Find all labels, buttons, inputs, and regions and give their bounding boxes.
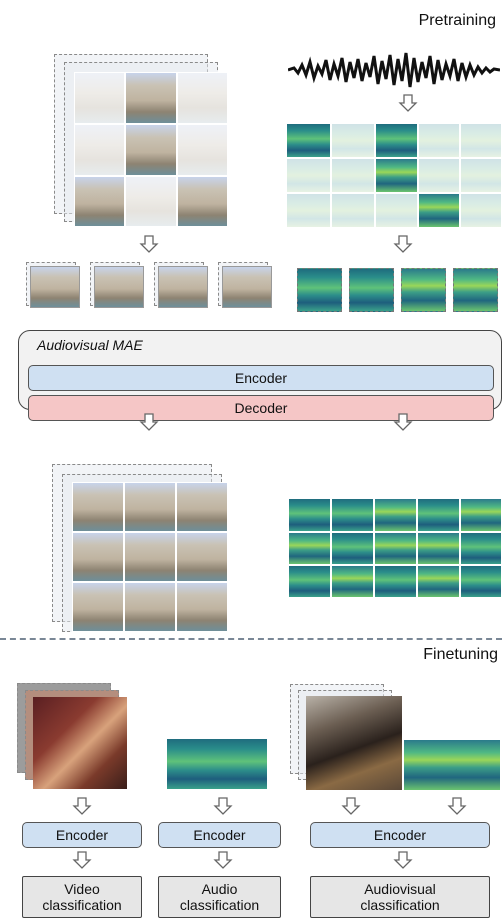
video-encoder-block: Encoder [22,822,142,848]
down-arrow-icon [393,235,413,253]
down-arrow-icon [393,851,413,869]
decoder-block: Decoder [28,395,494,421]
finetuning-title: Finetuning [423,646,498,663]
finetune-audio-input [167,739,267,789]
output-line2: classification [42,897,122,913]
audiovisual-classification-output: Audiovisual classification [310,876,490,918]
section-divider [0,638,502,640]
output-line1: Audiovisual [364,881,436,897]
down-arrow-icon [213,851,233,869]
output-line1: Video [64,881,100,897]
output-line2: classification [360,897,440,913]
ukulele-video-frame [33,697,127,789]
masked-spectrogram [286,123,502,228]
down-arrow-icon [139,235,159,253]
encoder-block: Encoder [28,365,494,391]
audio-classification-output: Audio classification [158,876,281,918]
audio-waveform [288,52,500,88]
dog-video-frame [306,696,402,790]
down-arrow-icon [213,797,233,815]
dog-audio-spectrogram [404,740,500,790]
down-arrow-icon [341,797,361,815]
video-classification-output: Video classification [22,876,142,918]
down-arrow-icon [72,797,92,815]
output-line1: Audio [201,881,238,897]
audiovisual-mae-panel: Audiovisual MAE Encoder Decoder [18,330,502,421]
model-title: Audiovisual MAE [37,337,143,353]
reconstructed-spectrogram [288,498,502,598]
audiovisual-encoder-block: Encoder [310,822,490,848]
down-arrow-icon [447,797,467,815]
down-arrow-icon [139,413,159,431]
down-arrow-icon [72,851,92,869]
down-arrow-icon [393,413,413,431]
output-line2: classification [179,897,260,913]
audio-encoder-block: Encoder [158,822,281,848]
down-arrow-icon [398,94,418,112]
pretraining-title: Pretraining [418,12,496,29]
